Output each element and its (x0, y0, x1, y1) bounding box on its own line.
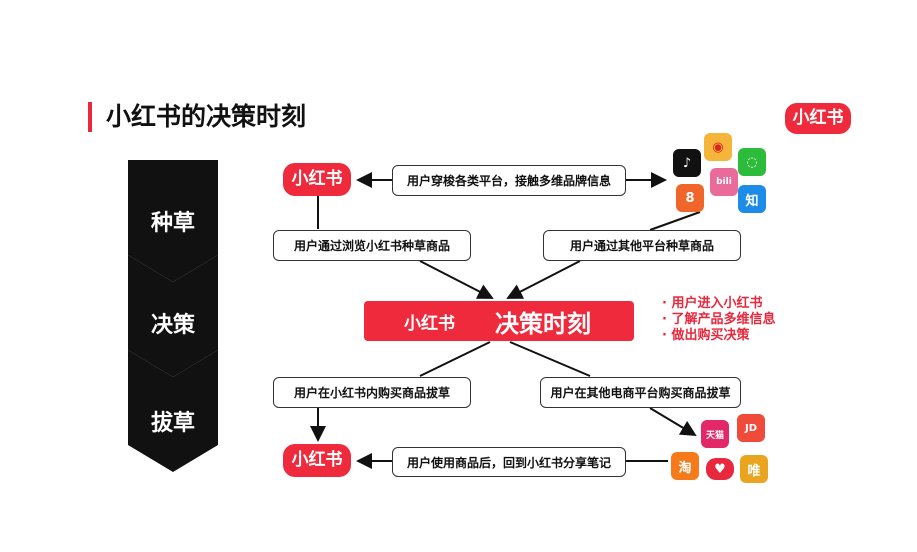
left-buy-box: 用户在小红书内购买商品拔草 (273, 377, 471, 408)
stage-purchase: 拔草 (150, 411, 195, 436)
pinduoduo-icon: ♥ (706, 458, 734, 480)
xhs-logo-top: 小红书 (283, 163, 351, 196)
taobao-icon: 淘 (671, 452, 699, 480)
page-title: 小红书的决策时刻 (88, 102, 306, 132)
right-seed-box: 用户通过其他平台种草商品 (543, 230, 741, 261)
tmall-icon: 天猫 (701, 420, 729, 448)
vipshop-icon: 唯 (740, 455, 768, 483)
bullet-item: · 做出购买决策 (662, 328, 750, 343)
douyin-icon: ♪ (673, 149, 701, 177)
chevron-2 (128, 255, 218, 377)
jd-icon: JD (737, 414, 765, 442)
chevron-3 (128, 350, 218, 472)
wechat-icon: ◌ (738, 148, 766, 176)
left-seed-box: 用户通过浏览小红书种草商品 (273, 230, 471, 261)
bullet-item: · 用户进入小红书 (662, 296, 763, 311)
decision-bullets: · 用户进入小红书 · 了解产品多维信息 · 做出购买决策 (662, 296, 775, 344)
bottom-share-box: 用户使用商品后，回到小红书分享笔记 (392, 447, 626, 477)
bullet-item: · 了解产品多维信息 (662, 312, 776, 327)
bilibili-icon: bili (710, 168, 738, 196)
top-info-box: 用户穿梭各类平台，接触多维品牌信息 (392, 165, 626, 196)
brand-logo: 小红书 (785, 103, 851, 134)
chevron-1 (128, 160, 218, 282)
kuaishou-icon: 8 (676, 184, 704, 212)
xhs-logo-bottom: 小红书 (283, 444, 351, 477)
center-label: 决策时刻 (495, 309, 591, 338)
center-logo: 小红书 (404, 313, 455, 334)
stage-decision: 决策 (150, 313, 195, 338)
zhihu-icon: 知 (738, 185, 766, 213)
decision-moment-bar: 小红书 决策时刻 (364, 301, 634, 341)
stage-seeding: 种草 (150, 211, 195, 236)
weibo-icon: ◉ (704, 133, 732, 161)
right-buy-box: 用户在其他电商平台购买商品拔草 (540, 377, 741, 408)
